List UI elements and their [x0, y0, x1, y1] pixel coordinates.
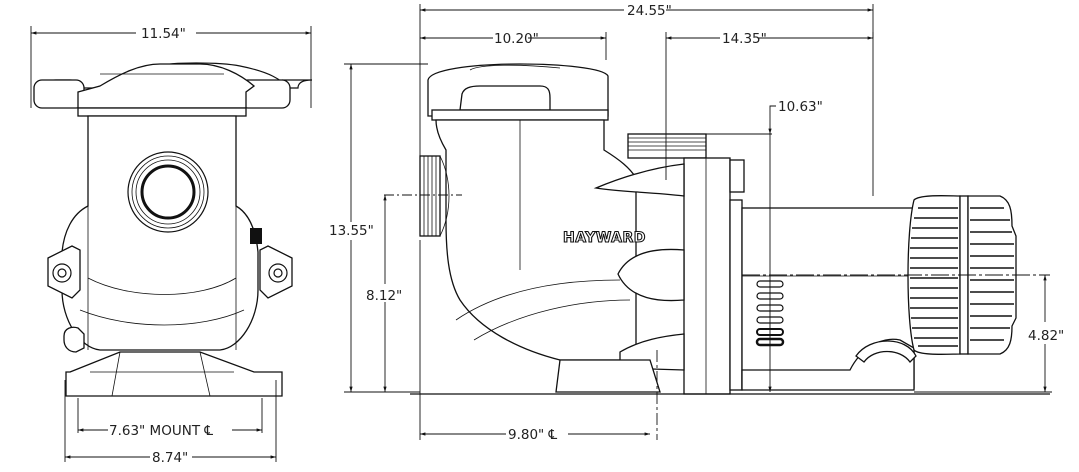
dim-mount-centerline: 7.63" MOUNT ℄	[109, 423, 213, 439]
side-view: HAYWARD	[410, 63, 1050, 395]
lid-handle-left	[33, 79, 85, 109]
dim-discharge-to-end: 14.35"	[722, 31, 767, 47]
ear-left	[47, 245, 81, 299]
dim-discharge-height: 10.63"	[778, 99, 823, 115]
side-dimensions: 24.55" 10.20" 14.35" 13.55" 8.12" 10.63"	[329, 3, 1064, 443]
dim-overall-height: 13.55"	[329, 223, 374, 239]
dim-overall-width: 11.54"	[141, 26, 186, 42]
front-dimensions: 11.54" 7.63" MOUNT ℄ 8.74"	[30, 26, 312, 466]
dim-motor-centerline-height: 4.82"	[1028, 328, 1064, 344]
dim-inlet-to-discharge: 10.20"	[494, 31, 539, 47]
dim-overall-length: 24.55"	[627, 3, 672, 19]
dim-inlet-height: 8.12"	[366, 288, 402, 304]
ear-right	[259, 245, 293, 299]
front-view	[33, 62, 313, 397]
dim-base-width: 8.74"	[152, 450, 188, 466]
brand-label: HAYWARD	[563, 230, 646, 246]
dim-mount-centerline-offset: 9.80" ℄	[508, 427, 558, 443]
